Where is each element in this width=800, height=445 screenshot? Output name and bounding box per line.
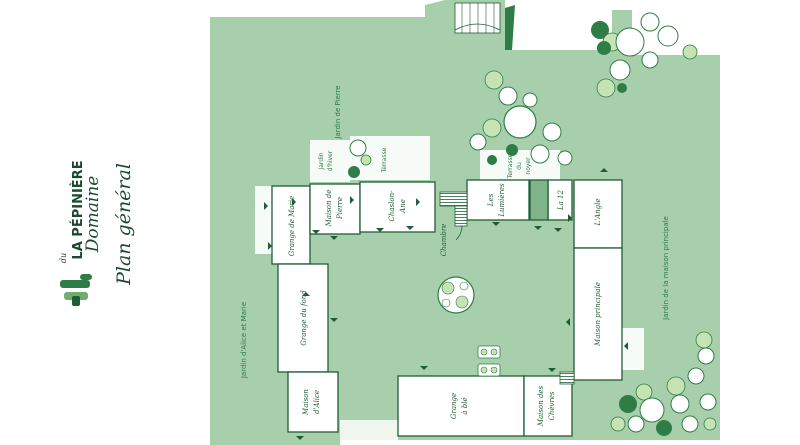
stairs-chambre-2 xyxy=(454,205,468,227)
label-maison-d-alice-2[interactable]: d'Alice xyxy=(313,390,321,414)
brand-line-2: Domaine xyxy=(83,176,103,254)
gate-icon xyxy=(454,2,515,50)
stairs-east xyxy=(559,371,575,385)
path-east xyxy=(622,328,644,370)
label-maison-des-chevres-1[interactable]: Maison des xyxy=(537,385,545,427)
tree-cluster-southeast xyxy=(610,331,717,436)
building-maison-d-alice[interactable] xyxy=(287,371,339,433)
label-grange-a-ble-2[interactable]: à blé xyxy=(461,397,469,414)
label-jardin-hiver-2: d'hiver xyxy=(327,150,334,171)
label-terrasse-noyer-3: noyer xyxy=(525,157,532,175)
courtyard-bench-icons xyxy=(477,345,501,377)
plan-title: Plan général xyxy=(113,163,135,286)
building-les-lumieres[interactable] xyxy=(466,179,530,221)
tree-jardin-hiver xyxy=(348,139,372,178)
building-grange-du-fond[interactable] xyxy=(277,263,329,373)
path-south xyxy=(340,420,398,445)
tree-courtyard xyxy=(437,276,475,314)
label-jardin-alice-marie: Jardin d'Alice et Marie xyxy=(240,302,248,379)
label-jardin-hiver-1: Jardin xyxy=(318,152,325,170)
building-grange-a-ble[interactable] xyxy=(397,375,525,437)
path-jardin-hiver xyxy=(310,140,350,182)
entrance-markers xyxy=(264,168,628,440)
label-les-lumieres-2[interactable]: Lumières xyxy=(498,183,506,218)
label-les-lumieres-1[interactable]: Les xyxy=(487,193,495,207)
tree-cluster-north xyxy=(591,12,698,98)
building-maison-de-pierre[interactable] xyxy=(309,183,361,235)
brand-prefix: du xyxy=(59,253,68,263)
tree-cluster-center xyxy=(469,70,573,166)
brand-line-1: LA PÉPINIÈRE xyxy=(70,160,86,259)
label-grange-a-ble-1[interactable]: Grange xyxy=(450,393,458,419)
label-terrasse-noyer-2: du xyxy=(516,162,523,170)
label-chateau-2[interactable]: Ane xyxy=(399,199,407,214)
label-maison-des-chevres-2[interactable]: Chèvres xyxy=(548,391,556,420)
cactus-icon xyxy=(60,274,92,306)
path-west xyxy=(255,186,273,254)
label-grange-du-fond[interactable]: Grange du fond xyxy=(300,290,308,346)
label-chateau-1[interactable]: Chaslon- xyxy=(388,190,396,222)
label-maison-de-pierre-1[interactable]: Maison de xyxy=(325,190,333,228)
la-12-court xyxy=(529,179,549,221)
label-terrasse: Terrasse xyxy=(381,147,388,173)
label-jardin-de-pierre: Jardin de Pierre xyxy=(334,85,342,139)
label-jardin-maison-principale: Jardin de la maison principale xyxy=(662,216,670,321)
building-la-12[interactable] xyxy=(547,179,573,221)
label-chambre[interactable]: Chambre xyxy=(440,224,448,257)
label-maison-principale[interactable]: Maison principale xyxy=(594,282,602,347)
label-maison-de-pierre-2[interactable]: Pierre xyxy=(336,197,344,220)
label-maison-d-alice-1[interactable]: Maison xyxy=(302,389,310,416)
brand-logo: LA PÉPINIÈRE Domaine du xyxy=(59,160,103,306)
stairs-chambre xyxy=(439,191,468,207)
building-chateau[interactable] xyxy=(359,181,436,233)
building-grange-de-marie[interactable] xyxy=(271,185,311,265)
building-l-angle[interactable] xyxy=(573,179,623,249)
building-maison-principale[interactable] xyxy=(573,247,623,381)
chambre-pointer xyxy=(455,225,463,241)
label-l-angle[interactable]: L'Angle xyxy=(594,199,602,227)
label-la-12[interactable]: La 12 xyxy=(557,189,565,211)
building-maison-des-chevres[interactable] xyxy=(523,375,573,437)
label-grange-de-marie[interactable]: Grange de Marie xyxy=(288,196,296,256)
label-terrasse-noyer-1: Terrasse xyxy=(507,153,514,179)
